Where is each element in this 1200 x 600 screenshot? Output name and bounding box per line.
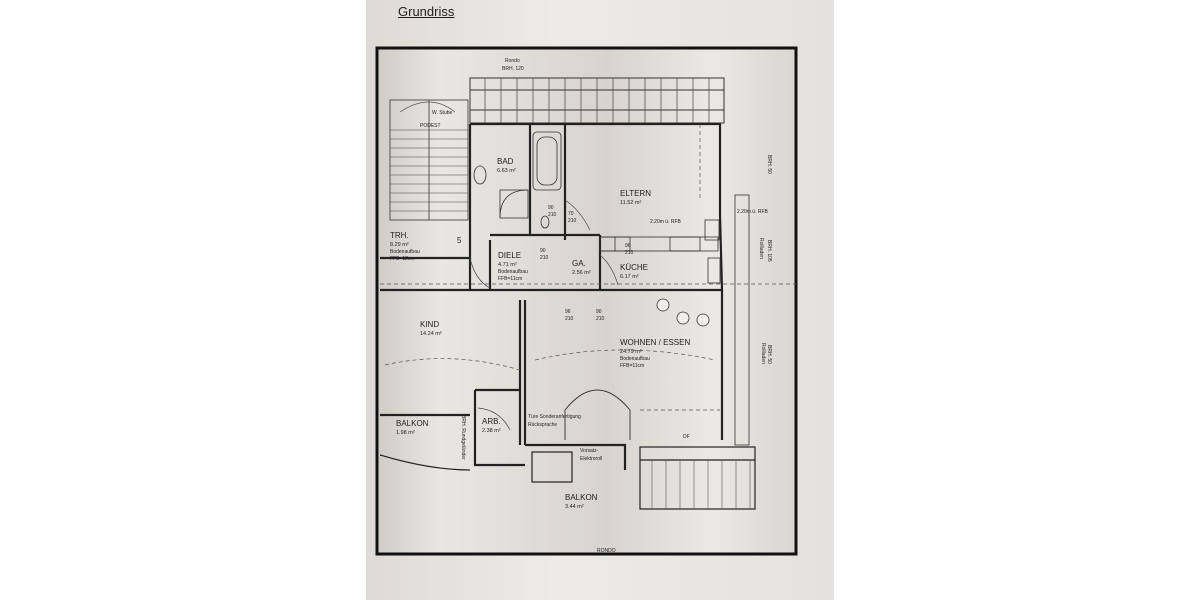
rollladen-label-1: Rollladen: [758, 238, 764, 259]
room-note2-wohnen: FFB=11cm: [620, 363, 644, 369]
plan-frame: [375, 46, 798, 556]
door-swings: [469, 199, 619, 431]
room-label-kind: KIND: [420, 320, 439, 329]
brh50-mid-label: BRH. 50: [766, 345, 772, 364]
balkon-brh-label: BRH. Rundgeländer: [460, 415, 466, 460]
dimension-label: 90: [540, 248, 546, 254]
room-area-bad: 6.63 m²: [497, 168, 516, 174]
room-area-kind: 14.24 m²: [420, 331, 442, 337]
room-label-kueche: KÜCHE: [620, 263, 648, 272]
dashed-guides: [380, 124, 796, 411]
room-note2-diele: FFB=11cm: [498, 276, 522, 282]
stair-arc: [399, 101, 456, 113]
height-eltern-label: 2.20m ü. RFB: [650, 219, 682, 225]
staircase: [389, 99, 469, 221]
rondo-bottom-label: RONDO: [597, 548, 616, 554]
sonder-label-1: Türe Sonderanfertigung: [528, 414, 581, 420]
height-right-label: 2.20m ü. RFB: [737, 209, 769, 215]
brh-top-label: BRH. 120: [502, 66, 524, 72]
room-label-diele: DIELE: [498, 251, 521, 260]
podest-label: PODEST: [420, 123, 441, 129]
room-area-diele: 4.71 m²: [498, 262, 517, 268]
vorsatz-label-2: Elektroroll: [580, 456, 602, 462]
vorsatz-label-1: Vorsatz-: [580, 448, 599, 454]
walls: [380, 122, 724, 470]
brh105-label: BRH. 105: [766, 240, 772, 262]
dimension-label: 96: [625, 243, 631, 249]
room-label-ga: GA.: [572, 259, 586, 268]
room-label-balkon2: BALKON: [565, 493, 598, 502]
toilet-wc: [540, 215, 550, 229]
room-note-diele: Bodenaufbau: [498, 269, 528, 275]
room-area-arb: 2.38 m²: [482, 428, 501, 434]
room-area-balkon2: 3.44 m²: [565, 504, 584, 510]
room-area-wohnen: 24.79 m²: [620, 349, 642, 355]
dimension-label: 210: [568, 218, 577, 224]
room-note-wohnen: Bodenaufbau: [620, 356, 650, 362]
bar-stools: [656, 298, 710, 327]
room-area-kueche: 6.17 m²: [620, 274, 639, 280]
page-heading: Grundriss: [398, 4, 455, 19]
rollladen-label-2: Rollladen: [760, 343, 766, 364]
room-label-eltern: ELTERN: [620, 189, 651, 198]
room-note-trh: Bodenaufbau: [390, 249, 420, 255]
stair-number: 5: [457, 236, 462, 245]
dimension-label: 210: [596, 316, 605, 322]
dimension-label: 90: [596, 309, 602, 315]
dimension-label: 210: [548, 212, 557, 218]
room-area-trh: 8.29 m²: [390, 242, 409, 248]
living-arch: [564, 389, 631, 440]
kitchen-counter: [599, 236, 719, 252]
rondo-top-label: Rondo: [505, 58, 520, 64]
toilet-bad: [473, 165, 487, 185]
dimension-label: 210: [540, 255, 549, 261]
room-area-eltern: 11.52 m²: [620, 200, 641, 206]
stube-label: W. Stube: [432, 110, 453, 116]
dimension-label: 210: [565, 316, 574, 322]
dimension-label: 210: [625, 250, 634, 256]
right-rail: [704, 194, 750, 446]
df-label: DF: [683, 434, 690, 440]
room-label-balkon1: BALKON: [396, 419, 429, 428]
room-note2-trh: FFB=12cm: [390, 256, 415, 262]
sonder-label-2: Rücksprache: [528, 422, 557, 428]
room-area-balkon1: 1.98 m²: [396, 430, 415, 436]
room-label-bad: BAD: [497, 157, 514, 166]
brh50-top-label: BRH. 50: [766, 155, 772, 174]
dimension-label: 96: [565, 309, 571, 315]
shower: [499, 189, 529, 219]
room-label-wohnen: WOHNEN / ESSEN: [620, 338, 690, 347]
dimension-label: 90: [548, 205, 554, 211]
room-area-ga: 2.56 m²: [572, 270, 591, 276]
bathtub: [532, 131, 562, 191]
room-label-arb: ARB.: [482, 417, 501, 426]
dimension-label: 70: [568, 211, 574, 217]
room-label-trh: TRH.: [390, 231, 409, 240]
